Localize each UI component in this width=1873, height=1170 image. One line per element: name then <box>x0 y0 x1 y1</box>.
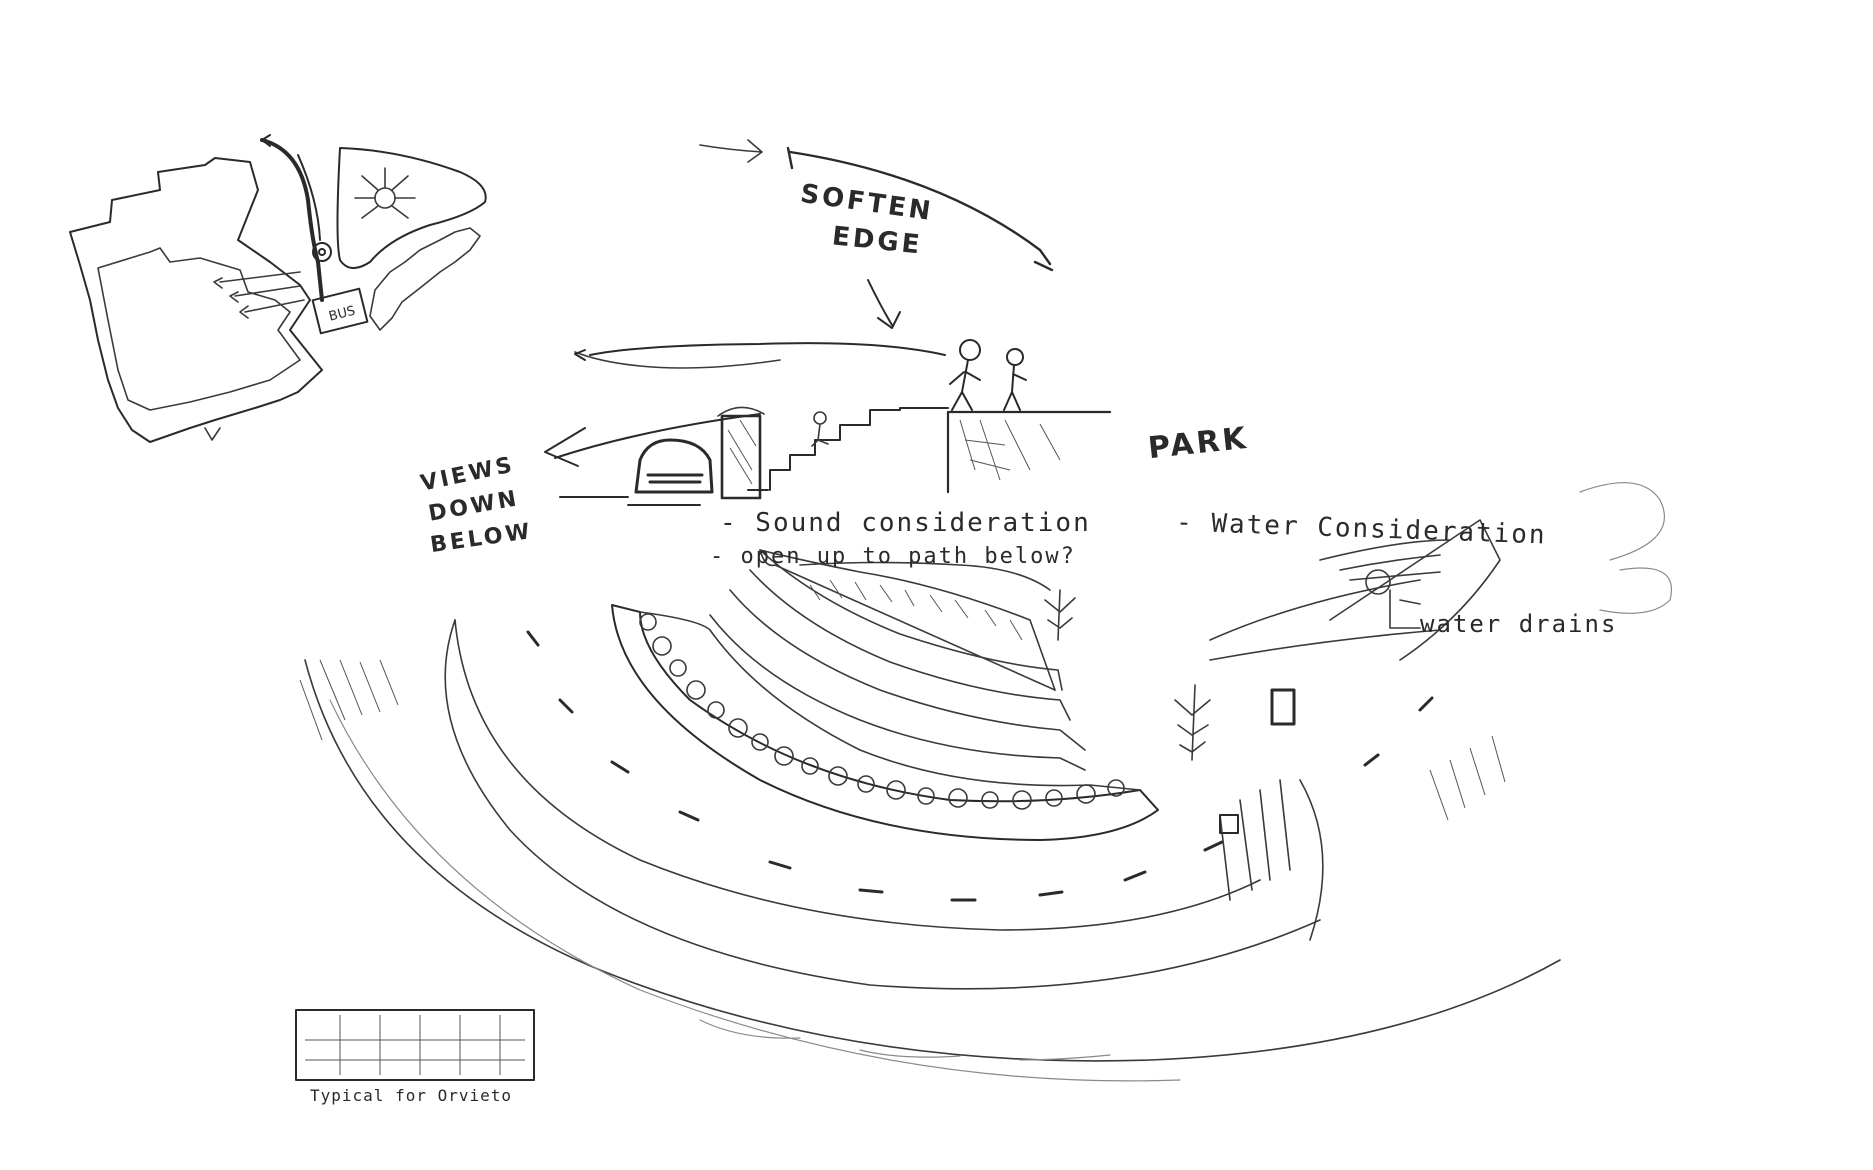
amphitheatre-tier-1 <box>612 605 1158 840</box>
site-plan-rotunda <box>355 168 415 218</box>
site-plan-bus-label: BUS <box>327 304 357 325</box>
right-path <box>1210 580 1440 660</box>
soften-edge-arrows <box>575 140 1052 368</box>
amphitheatre-tier-5 <box>750 570 1070 720</box>
section-park-hatch <box>960 420 1060 480</box>
site-plan <box>70 135 486 442</box>
section-park-slab <box>948 412 1110 492</box>
site-plan-north-tick <box>205 428 220 440</box>
planting-bed <box>640 614 1124 809</box>
site-plan-building-outline <box>70 158 322 442</box>
road-inner-edge <box>455 620 1260 930</box>
open-path-note: - open up to path below? <box>710 544 1076 569</box>
typical-detail-box <box>296 1010 534 1080</box>
section-wall <box>722 416 760 498</box>
garden-slope-left <box>760 550 1055 690</box>
tree-sketches <box>1045 590 1210 760</box>
road-outer-edge <box>445 620 1320 989</box>
garden-texture <box>810 580 1022 640</box>
right-kiosk <box>1220 815 1238 833</box>
typical-detail-caption: Typical for Orvieto <box>310 1086 512 1105</box>
perspective-view <box>300 520 1560 1081</box>
typical-detail-infill <box>305 1015 525 1075</box>
right-bench <box>1272 690 1294 724</box>
water-drain-leader <box>1390 590 1420 628</box>
amphitheatre-tier-4 <box>730 590 1085 750</box>
site-plan-triangle-block <box>338 148 486 268</box>
site-plan-steps <box>370 228 480 330</box>
water-drains-label: water drains <box>1420 610 1617 638</box>
section-sketch <box>545 340 1671 613</box>
right-stair <box>1220 780 1323 940</box>
section-steps <box>770 408 948 490</box>
outer-ground-curve <box>305 660 1560 1061</box>
section-car <box>636 440 712 492</box>
section-figures <box>812 340 1026 446</box>
amphitheatre-top <box>760 550 1055 690</box>
section-views-arrow <box>545 414 760 466</box>
site-plan-inner-building <box>98 248 300 410</box>
sound-consideration-note: - Sound consideration <box>720 508 1091 538</box>
typical-detail <box>296 1010 534 1080</box>
road-center-dashes <box>528 632 1432 900</box>
amphitheatre-tier-2 <box>640 612 1140 790</box>
